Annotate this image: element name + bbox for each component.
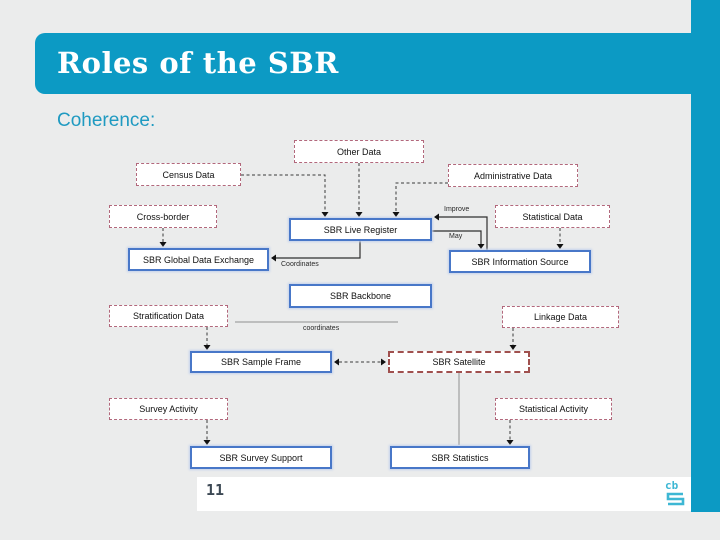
slide-subtitle: Coherence:	[57, 110, 156, 131]
diagram-node-census-data: Census Data	[136, 163, 241, 186]
diagram-node-sbr-information-source: SBR Information Source	[449, 250, 591, 273]
cbs-logo-s	[666, 492, 685, 506]
diagram-node-sbr-global-data-exchange: SBR Global Data Exchange	[128, 248, 269, 271]
page-number: 11	[206, 481, 225, 499]
diagram-node-other-data: Other Data	[294, 140, 424, 163]
diagram-node-statistical-activity: Statistical Activity	[495, 398, 612, 420]
diagram-node-sbr-backbone: SBR Backbone	[289, 284, 432, 308]
slide-title: Roles of the SBR	[57, 46, 339, 80]
diagram-node-sbr-statistics: SBR Statistics	[390, 446, 530, 469]
footer-strip	[197, 477, 691, 511]
slide-header-band: Roles of the SBR	[35, 33, 720, 94]
edge-label-coordinates-2: coordinates	[303, 325, 340, 332]
connector-coordinates	[276, 241, 361, 259]
edge-label-may: May	[449, 233, 463, 240]
diagram-node-sbr-sample-frame: SBR Sample Frame	[190, 351, 332, 373]
diagram-node-sbr-survey-support: SBR Survey Support	[190, 446, 332, 469]
diagram-node-administrative-data: Administrative Data	[448, 164, 578, 187]
cbs-logo-cb: cb	[665, 479, 679, 492]
connector-census-to-live-register	[241, 174, 326, 212]
arrowheads	[159, 212, 564, 445]
diagram-node-cross-border: Cross-border	[109, 205, 217, 228]
edge-label-improve: Improve	[444, 206, 470, 213]
diagram-node-statistical-data: Statistical Data	[495, 205, 610, 228]
cbs-logo: cb	[665, 479, 685, 506]
edge-label-coordinates-1: Coordinates	[281, 261, 319, 268]
diagram-node-linkage-data: Linkage Data	[502, 306, 619, 328]
diagram-node-sbr-live-register: SBR Live Register	[289, 218, 432, 241]
connector-admin-to-live-register	[395, 182, 448, 212]
diagram-node-stratification-data: Stratification Data	[109, 305, 228, 327]
diagram-node-sbr-satellite: SBR Satellite	[388, 351, 530, 373]
connector-may	[432, 230, 482, 244]
connector-improve	[439, 216, 488, 250]
diagram-node-survey-activity: Survey Activity	[109, 398, 228, 420]
